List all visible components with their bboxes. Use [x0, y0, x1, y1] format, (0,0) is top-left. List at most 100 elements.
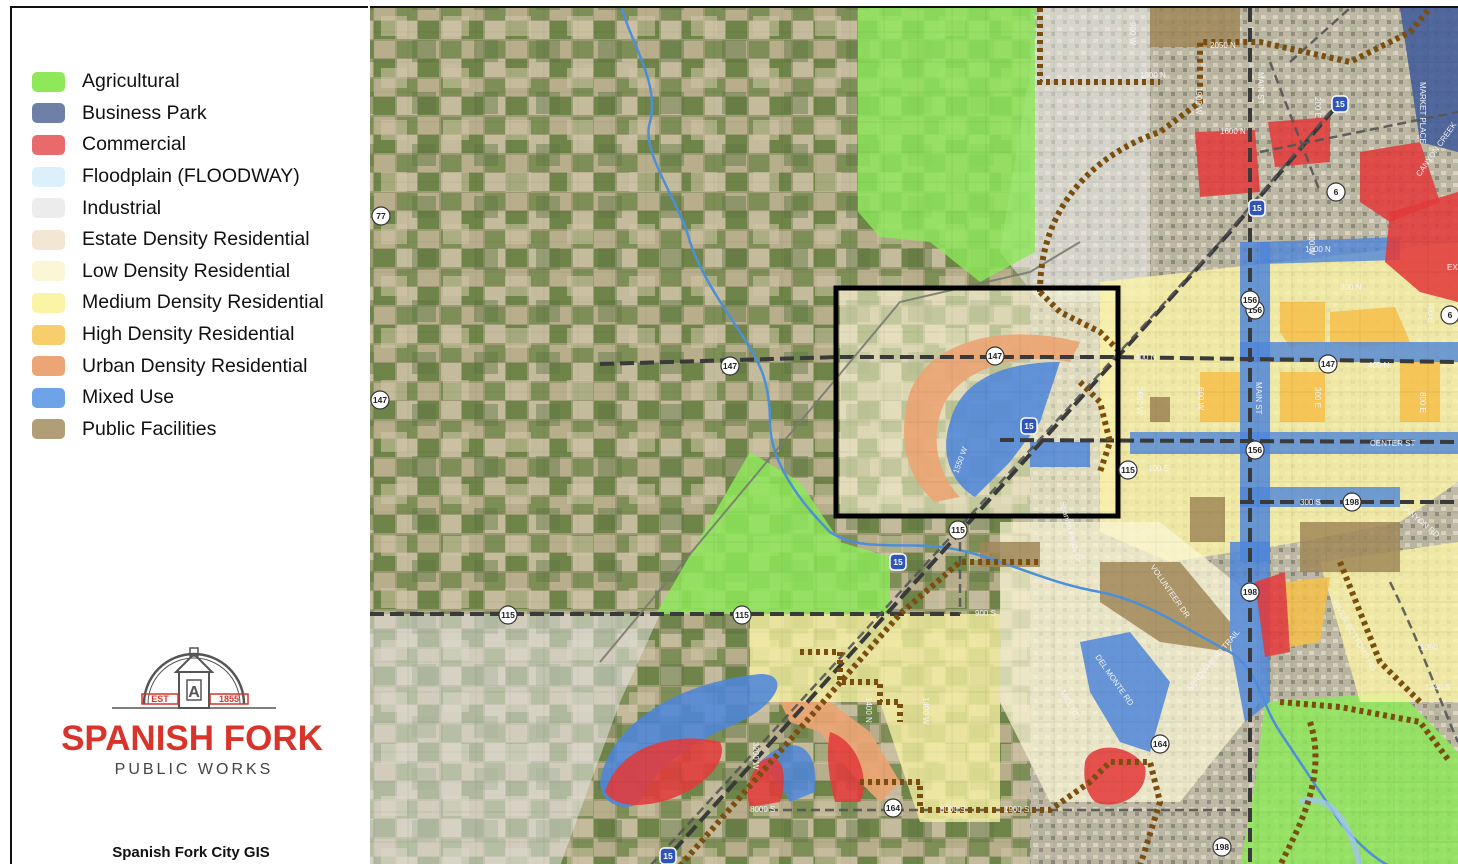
- legend-item: Industrial: [32, 192, 324, 224]
- interstate-shield: 15: [1020, 417, 1038, 435]
- street-label: MAIN ST: [1256, 72, 1265, 105]
- legend-swatch: [32, 71, 65, 92]
- spanish-fork-logo: A EST 1855 SPANISH FORK PUBLIC WORKS: [61, 647, 323, 778]
- legend-swatch: [32, 419, 65, 440]
- street-label: 1900 N: [1140, 71, 1166, 80]
- street-label: 100 S: [1148, 464, 1169, 473]
- route-number: 164: [1153, 739, 1167, 749]
- street-label: 1900 S: [1004, 805, 1029, 814]
- legend-swatch: [32, 324, 65, 345]
- legend-item: Agricultural: [32, 66, 324, 98]
- route-shield: 115: [732, 605, 752, 625]
- street-label: CENTER ST: [1370, 439, 1415, 448]
- legend-label: Commercial: [82, 133, 187, 156]
- legend-label: Public Facilities: [82, 417, 217, 440]
- legend-item: Urban Density Residential: [32, 350, 324, 382]
- street-label: 2050 N: [1210, 41, 1236, 50]
- route-shield: 147: [1318, 354, 1338, 374]
- legend-item: High Density Residential: [32, 319, 324, 351]
- legend-item: Public Facilities: [32, 414, 324, 446]
- street-label: 1050: [1420, 643, 1438, 652]
- route-shield: 164: [1150, 734, 1170, 754]
- map-canvas: 7714714714714715615615611511511511519819…: [370, 8, 1458, 864]
- legend-label: Business Park: [82, 101, 207, 124]
- interstate-shield: 15: [1248, 199, 1266, 217]
- street-label: 1240 S: [1425, 683, 1450, 692]
- route-number: 198: [1243, 587, 1257, 597]
- gis-credit: Spanish Fork City GIS: [112, 844, 270, 861]
- interstate-shield: 15: [889, 553, 907, 571]
- street-label: 1400 N: [864, 697, 873, 723]
- legend-label: Medium Density Residential: [82, 291, 324, 314]
- legend-swatch: [32, 166, 65, 187]
- street-label: 1600 N: [1220, 127, 1246, 136]
- legend-label: Agricultural: [82, 70, 180, 93]
- logo-year: 1855: [219, 694, 239, 704]
- route-shield: 115: [948, 520, 968, 540]
- route-shield: 198: [1342, 492, 1362, 512]
- street-label: 700 E: [1426, 302, 1435, 323]
- legend-swatch: [32, 387, 65, 408]
- street-label: 1900 W: [1194, 87, 1203, 115]
- street-label: 8000 S: [940, 805, 965, 814]
- logo-subtitle: PUBLIC WORKS: [115, 761, 274, 778]
- route-number: 147: [723, 361, 737, 371]
- route-number: 198: [1215, 842, 1229, 852]
- street-label: 900 W: [1128, 22, 1137, 46]
- legend-swatch: [32, 229, 65, 250]
- route-shield: 6: [1440, 305, 1458, 325]
- legend-swatch: [32, 103, 65, 124]
- route-shield: 115: [498, 605, 518, 625]
- route-number: 15: [663, 851, 673, 861]
- logo-name: SPANISH FORK: [61, 719, 323, 758]
- route-number: 77: [376, 211, 386, 221]
- legend-label: Estate Density Residential: [82, 228, 310, 251]
- street-label: MAIN ST: [1254, 382, 1263, 415]
- route-number: 156: [1248, 445, 1262, 455]
- legend-item: Low Density Residential: [32, 256, 324, 288]
- legend-swatch: [32, 134, 65, 155]
- street-label: 400 N: [1368, 361, 1390, 370]
- street-label: EXP: [1447, 263, 1458, 272]
- legend-swatch: [32, 261, 65, 282]
- interstate-shield: 15: [1331, 95, 1349, 113]
- route-shield: 6: [1326, 182, 1346, 202]
- legend-item: Medium Density Residential: [32, 287, 324, 319]
- legend-swatch: [32, 198, 65, 219]
- street-label: 2650 W: [1135, 387, 1144, 415]
- route-number: 15: [1252, 203, 1262, 213]
- route-number: 115: [1121, 465, 1135, 475]
- route-number: 115: [501, 610, 515, 620]
- legend-label: Mixed Use: [82, 386, 175, 409]
- legend-item: Floodplain (FLOODWAY): [32, 161, 324, 193]
- route-number: 198: [1345, 497, 1359, 507]
- route-number: 156: [1243, 295, 1257, 305]
- route-number: 15: [893, 557, 903, 567]
- route-shield: 156: [1245, 440, 1265, 460]
- street-label: 1400 W: [921, 697, 930, 725]
- route-shield: 147: [370, 390, 390, 410]
- route-shield: 198: [1212, 837, 1232, 857]
- route-number: 15: [1024, 421, 1034, 431]
- street-label: 3200 W: [751, 742, 760, 770]
- legend-label: Low Density Residential: [82, 259, 291, 282]
- street-label: 300 E: [1313, 387, 1322, 408]
- street-label: 8000 S: [750, 805, 775, 814]
- route-number: 6: [1334, 187, 1339, 197]
- street-label: 200 E: [1313, 97, 1322, 118]
- street-label: 800 N: [1340, 283, 1362, 292]
- interstate-shield: 15: [659, 847, 677, 864]
- svg-text:A: A: [188, 684, 200, 701]
- legend-item: Commercial: [32, 129, 324, 161]
- route-shield: 147: [985, 346, 1005, 366]
- street-label: 1000 N: [1305, 245, 1331, 254]
- route-shield: 156: [1240, 290, 1260, 310]
- logo-est-label: EST: [151, 694, 169, 704]
- legend-label: Floodplain (FLOODWAY): [82, 165, 300, 188]
- route-number: 164: [886, 803, 900, 813]
